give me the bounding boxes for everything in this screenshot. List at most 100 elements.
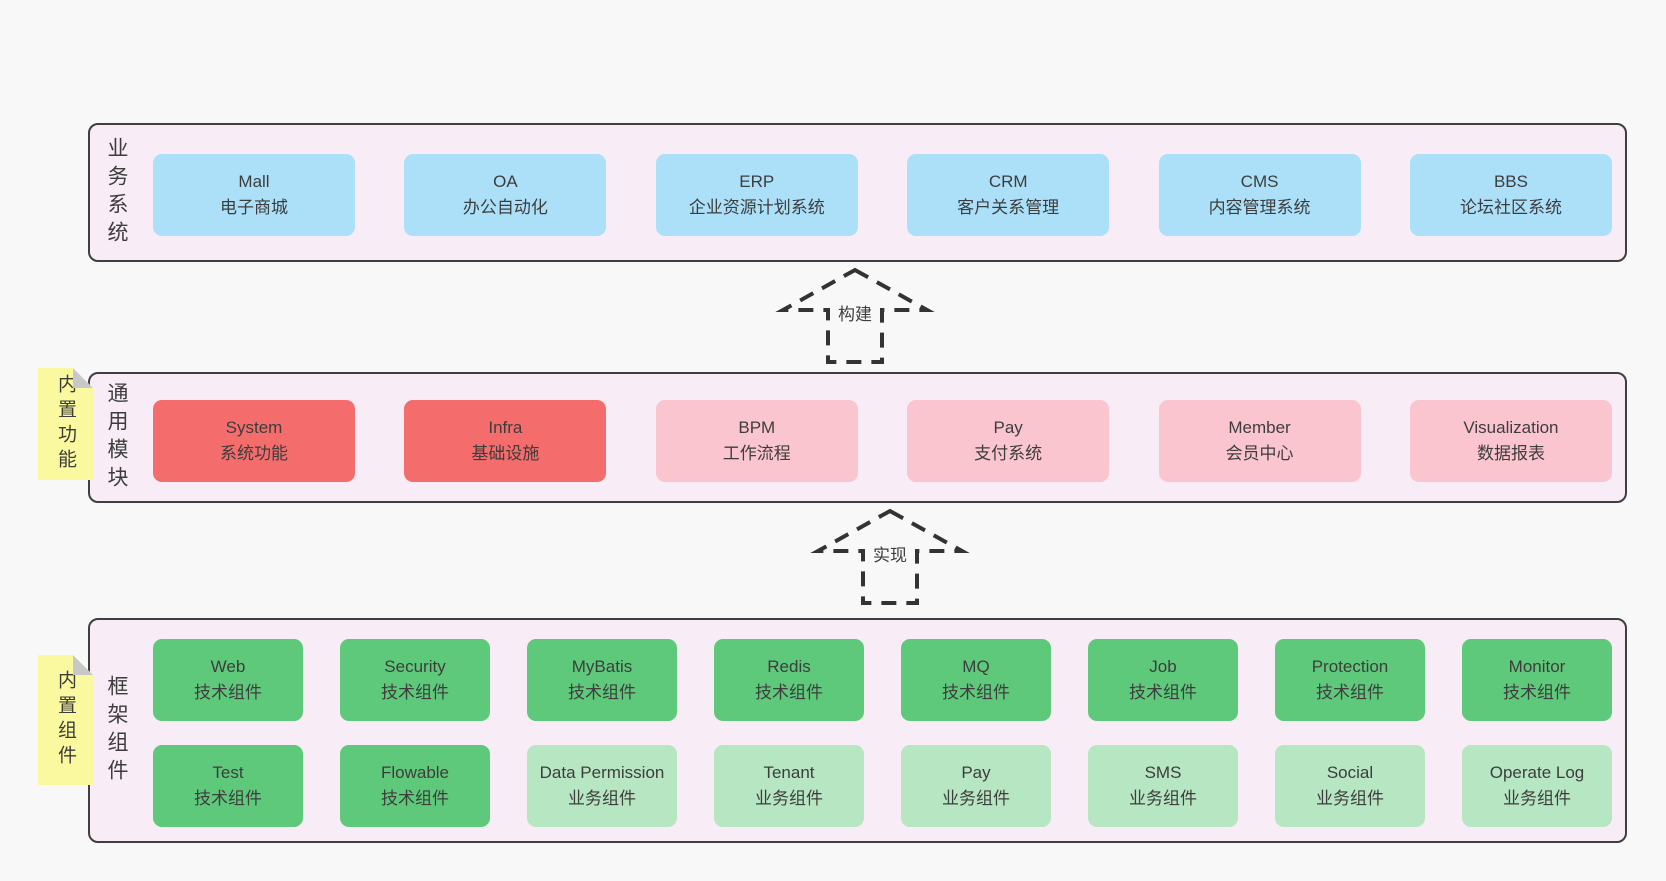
box-mybatis: MyBatis 技术组件 (527, 639, 677, 721)
arrow-build-label: 构建 (834, 299, 876, 326)
box-subtitle: 技术组件 (381, 683, 449, 702)
business-systems-row: Mall 电子商城 OA 办公自动化 ERP 企业资源计划系统 CRM 客户关系… (153, 154, 1612, 236)
box-subtitle: 技术组件 (1129, 683, 1197, 702)
box-title: Visualization (1463, 418, 1559, 437)
box-title: Data Permission (539, 763, 665, 782)
box-subtitle: 技术组件 (942, 683, 1010, 702)
box-bbs: BBS 论坛社区系统 (1409, 154, 1612, 236)
box-title: SMS (1144, 763, 1182, 782)
common-modules-panel: 通用模块 System 系统功能 Infra 基础设施 BPM 工作流程 Pay… (88, 372, 1627, 503)
box-subtitle: 技术组件 (194, 683, 262, 702)
box-crm: CRM 客户关系管理 (907, 154, 1110, 236)
box-subtitle: 电子商城 (220, 198, 288, 217)
box-subtitle: 业务组件 (755, 789, 823, 808)
box-subtitle: 业务组件 (1129, 789, 1197, 808)
box-pay-module: Pay 支付系统 (907, 400, 1110, 482)
box-cms: CMS 内容管理系统 (1158, 154, 1361, 236)
box-title: MyBatis (571, 657, 633, 676)
box-title: CMS (1240, 172, 1279, 191)
box-subtitle: 会员中心 (1225, 444, 1294, 463)
framework-components-panel: 框架组件 Web 技术组件 Security 技术组件 MyBatis 技术组件… (88, 618, 1627, 843)
box-title: Flowable (380, 763, 450, 782)
box-title: Monitor (1508, 657, 1566, 676)
box-test: Test 技术组件 (153, 745, 303, 827)
box-subtitle: 客户关系管理 (957, 198, 1060, 217)
box-pay-component: Pay 业务组件 (901, 745, 1051, 827)
box-subtitle: 系统功能 (220, 444, 288, 463)
box-title: Social (1326, 763, 1374, 782)
box-title: Operate Log (1489, 763, 1585, 782)
framework-components-row-2: Test 技术组件 Flowable 技术组件 Data Permission … (153, 745, 1612, 827)
box-social: Social 业务组件 (1275, 745, 1425, 827)
box-infra: Infra 基础设施 (404, 400, 607, 482)
box-title: BPM (738, 418, 776, 437)
box-title: ERP (739, 172, 775, 191)
box-title: Infra (488, 418, 523, 437)
box-sms: SMS 业务组件 (1088, 745, 1238, 827)
box-title: MQ (962, 657, 990, 676)
sticky-note-text: 内置功能 (55, 374, 76, 474)
box-mall: Mall 电子商城 (153, 154, 355, 236)
box-subtitle: 内容管理系统 (1208, 198, 1311, 217)
sticky-note-built-in-components: 内置组件 (38, 655, 93, 785)
box-redis: Redis 技术组件 (714, 639, 864, 721)
sticky-note-text: 内置组件 (55, 670, 76, 770)
dashed-up-arrow-icon (810, 508, 970, 605)
box-title: Pay (993, 418, 1023, 437)
box-protection: Protection 技术组件 (1275, 639, 1425, 721)
box-title: Web (210, 657, 246, 676)
box-subtitle: 技术组件 (194, 789, 262, 808)
box-subtitle: 技术组件 (1503, 683, 1571, 702)
box-title: CRM (988, 172, 1028, 191)
box-bpm: BPM 工作流程 (655, 400, 858, 482)
box-job: Job 技术组件 (1088, 639, 1238, 721)
business-systems-panel: 业务系统 Mall 电子商城 OA 办公自动化 ERP 企业资源计划系统 CRM… (88, 123, 1627, 262)
layer-label-components: 框架组件 (105, 674, 128, 787)
box-title: Security (384, 657, 446, 676)
box-subtitle: 技术组件 (568, 683, 636, 702)
box-subtitle: 技术组件 (755, 683, 823, 702)
box-title: OA (493, 172, 518, 191)
box-subtitle: 办公自动化 (462, 198, 548, 217)
box-subtitle: 业务组件 (1316, 789, 1384, 808)
box-erp: ERP 企业资源计划系统 (655, 154, 858, 236)
dashed-up-arrow-icon (775, 267, 935, 364)
box-title: Test (212, 763, 244, 782)
box-subtitle: 技术组件 (381, 789, 449, 808)
box-title: Pay (961, 763, 991, 782)
box-web: Web 技术组件 (153, 639, 303, 721)
box-subtitle: 业务组件 (1503, 789, 1571, 808)
box-subtitle: 业务组件 (568, 789, 636, 808)
layer-label-business: 业务系统 (105, 136, 128, 249)
box-monitor: Monitor 技术组件 (1462, 639, 1612, 721)
box-mq: MQ 技术组件 (901, 639, 1051, 721)
box-title: BBS (1493, 172, 1528, 191)
box-oa: OA 办公自动化 (404, 154, 607, 236)
sticky-note-built-in-features: 内置功能 (38, 368, 93, 480)
box-title: Member (1228, 418, 1291, 437)
box-subtitle: 基础设施 (471, 444, 540, 463)
box-subtitle: 技术组件 (1316, 683, 1384, 702)
arrow-build: 构建 (775, 266, 935, 366)
box-title: System (225, 418, 283, 437)
arrow-implement-label: 实现 (869, 540, 911, 567)
box-flowable: Flowable 技术组件 (340, 745, 490, 827)
framework-components-row-1: Web 技术组件 Security 技术组件 MyBatis 技术组件 Redi… (153, 639, 1612, 721)
arrow-implement: 实现 (810, 507, 970, 607)
box-tenant: Tenant 业务组件 (714, 745, 864, 827)
box-title: Job (1149, 657, 1177, 676)
box-member: Member 会员中心 (1158, 400, 1361, 482)
box-data-permission: Data Permission 业务组件 (527, 745, 677, 827)
box-visualization: Visualization 数据报表 (1409, 400, 1612, 482)
box-title: Protection (1311, 657, 1389, 676)
box-security: Security 技术组件 (340, 639, 490, 721)
box-subtitle: 业务组件 (942, 789, 1010, 808)
box-subtitle: 数据报表 (1476, 444, 1545, 463)
box-subtitle: 论坛社区系统 (1459, 198, 1562, 217)
box-title: Tenant (763, 763, 815, 782)
box-title: Mall (238, 172, 270, 191)
box-subtitle: 工作流程 (722, 444, 791, 463)
box-title: Redis (767, 657, 811, 676)
common-modules-row: System 系统功能 Infra 基础设施 BPM 工作流程 Pay 支付系统… (153, 400, 1612, 482)
